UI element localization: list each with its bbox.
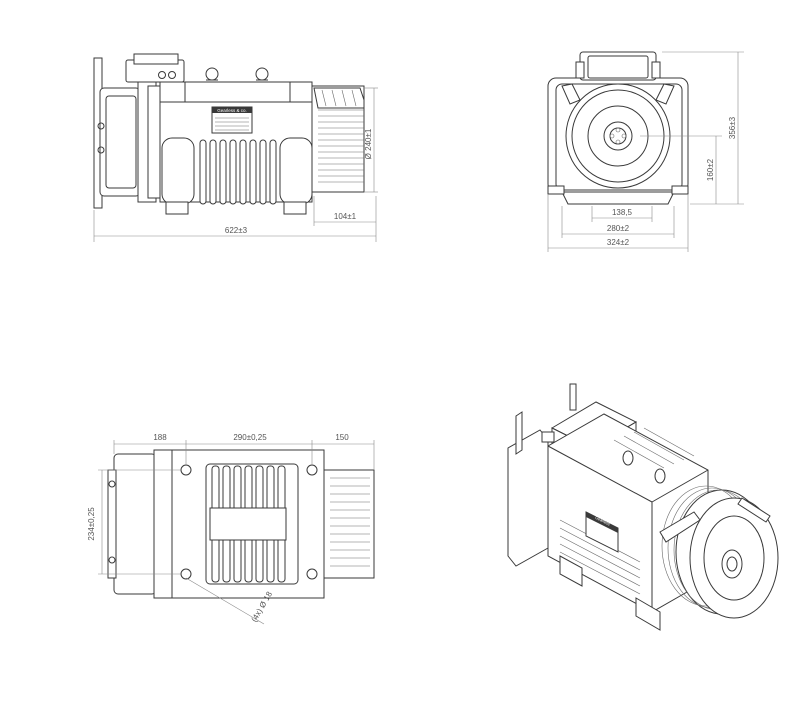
top-view: 188 290±0,25 150 234±0,25 (4x) Ø 18 [87, 433, 375, 625]
side-bolt [97, 122, 105, 130]
side-dimensions [93, 87, 378, 242]
side-bolt [97, 146, 105, 154]
side-foot-right [283, 201, 307, 215]
side-body-bulge-right [279, 137, 313, 205]
side-cable-gland [158, 71, 166, 79]
iso-brake-housing [507, 429, 549, 567]
dim-hub-width: 138,5 [612, 208, 633, 217]
side-pulley-grooves [318, 109, 364, 183]
top-mount-hole [306, 568, 318, 580]
top-pulley-grooves [330, 477, 370, 567]
dim-hole-spacing-vertical: 234±0,25 [87, 507, 96, 541]
front-lifting-lug [575, 61, 585, 79]
iso-foot-left [559, 555, 583, 587]
front-foot-left [547, 185, 565, 195]
iso-side-fins [559, 519, 641, 595]
front-dimensions [547, 51, 744, 252]
side-view: Gearless & co. [93, 53, 378, 242]
top-center-band [209, 507, 287, 541]
side-nameplate-header [212, 107, 252, 113]
front-shaft-cap [603, 121, 633, 151]
iso-nameplate-header [586, 512, 618, 533]
front-terminal-box-lid [587, 55, 649, 79]
side-nameplate-text: Gearless & co. [217, 108, 247, 113]
dim-overall-length: 622±3 [225, 226, 248, 235]
dim-overall-width: 324±2 [607, 238, 630, 247]
iso-shaft [726, 556, 738, 572]
side-cooling-fins [199, 139, 277, 205]
iso-nameplate-text: Gearless [594, 515, 611, 527]
side-rope-guard [313, 87, 365, 109]
dim-height-total: 356±3 [728, 116, 737, 139]
top-dimensions [98, 440, 375, 625]
dim-axis-height: 160±2 [706, 158, 715, 181]
dim-left-offset: 188 [153, 433, 167, 442]
top-flange [153, 449, 175, 599]
top-end-bolt [108, 480, 116, 488]
iso-foot-right [635, 597, 661, 631]
iso-bracket [515, 411, 523, 455]
dim-right-offset: 150 [335, 433, 349, 442]
iso-top-fins [613, 427, 695, 469]
side-terminal-lid [133, 53, 179, 65]
front-view: 356±3 160±2 138,5 280±2 324±2 [547, 51, 744, 252]
iso-cable-gland [541, 431, 555, 443]
top-brake-housing [113, 453, 157, 595]
front-base [561, 191, 675, 205]
side-cable-gland [168, 71, 176, 79]
isometric-view: Gearless [507, 383, 779, 631]
dim-hole-spacing: 290±0,25 [233, 433, 267, 442]
iso-lifting-eye [654, 468, 666, 484]
dim-pulley-diameter: Ø 240±1 [364, 128, 373, 159]
iso-rope-guard-left [659, 511, 701, 543]
side-lifting-eye [205, 67, 219, 81]
iso-lifting-eye [622, 450, 634, 466]
iso-shaft-cap [721, 549, 743, 579]
front-lifting-lug [651, 61, 661, 79]
top-end-bolt [108, 556, 116, 564]
dim-base-width: 280±2 [607, 224, 630, 233]
side-lifting-eye [255, 67, 269, 81]
iso-rope-guard-right [737, 497, 771, 523]
top-traction-pulley [323, 469, 375, 579]
dim-pulley-width: 104±1 [334, 212, 357, 221]
side-brake-inner [105, 95, 137, 189]
side-body-bulge-left [161, 137, 195, 205]
side-foot-left [165, 201, 189, 215]
iso-lifting-lug [569, 383, 577, 411]
front-foot-right [671, 185, 689, 195]
iso-pulley-rim [703, 515, 765, 601]
